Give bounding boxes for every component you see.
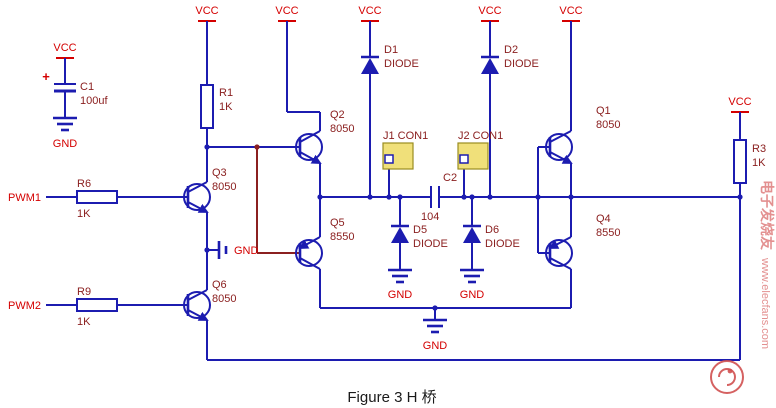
vcc-symbol-r3: VCC: [728, 96, 752, 140]
capacitor-c1: + C1 100uf: [42, 69, 108, 107]
net-label: VCC: [195, 5, 218, 17]
connector-j2: J2 CON1: [457, 130, 503, 170]
vcc-symbol-q2: VCC: [275, 5, 299, 112]
diode-d6: D6 DIODE: [463, 224, 520, 250]
transistor-q2: Q2 8050: [295, 109, 354, 164]
connector-j1: J1 CON1: [382, 130, 428, 170]
ref-label: R1: [219, 87, 233, 99]
value-label: DIODE: [384, 58, 419, 70]
value-label: 8050: [330, 123, 354, 135]
pwm2-label: PWM2: [8, 300, 41, 312]
gnd-symbol-center: GND: [423, 318, 448, 352]
gnd-symbol-c1: GND: [53, 116, 78, 150]
value-label: DIODE: [485, 238, 520, 250]
gnd-symbol-d5: GND: [388, 268, 413, 301]
ref-label: R9: [77, 286, 91, 298]
vcc-symbol-q1: VCC: [559, 5, 583, 131]
value-label: 8550: [330, 231, 354, 243]
value-label: DIODE: [413, 238, 448, 250]
value-label: 8050: [212, 293, 236, 305]
transistor-q3: Q3 8050: [183, 167, 236, 213]
watermark: 电子发烧友 www.elecfans.com: [710, 180, 775, 394]
value-label: 8050: [212, 181, 236, 193]
wires: [46, 73, 741, 361]
figure-caption: Figure 3 H 桥: [347, 389, 436, 406]
ref-label: C1: [80, 81, 94, 93]
vcc-symbol-d2: VCC: [478, 5, 502, 57]
ref-label: D2: [504, 44, 518, 56]
value-label: 104: [421, 211, 439, 223]
net-label: VCC: [478, 5, 501, 17]
gnd-symbol-d6: GND: [460, 268, 485, 301]
diode-d2: D2 DIODE: [481, 44, 539, 74]
watermark-logo: [710, 360, 744, 394]
ref-label: Q5: [330, 217, 345, 229]
vcc-symbol-r1: VCC: [195, 5, 219, 85]
value-label: 8050: [596, 119, 620, 131]
net-label: GND: [460, 289, 485, 301]
gnd-symbol-battery: GND: [217, 241, 259, 259]
ref-label: J1 CON1: [383, 130, 428, 142]
resistor-r3: R3 1K: [733, 139, 766, 184]
value-label: DIODE: [504, 58, 539, 70]
vcc-symbol-c1: VCC: [53, 42, 77, 83]
watermark-site: www.elecfans.com: [759, 257, 771, 349]
value-label: 100uf: [80, 95, 108, 107]
watermark-brand: 电子发烧友: [759, 180, 775, 250]
ref-label: C2: [443, 172, 457, 184]
resistor-r6: R6 1K: [76, 178, 118, 220]
value-label: 1K: [752, 157, 766, 169]
value-label: 1K: [77, 316, 91, 328]
ref-label: R3: [752, 143, 766, 155]
transistor-q5: Q5 8550: [295, 217, 354, 270]
ref-label: D5: [413, 224, 427, 236]
diode-d1: D1 DIODE: [361, 44, 419, 74]
ref-label: Q2: [330, 109, 345, 121]
net-label: VCC: [358, 5, 381, 17]
value-label: 1K: [219, 101, 233, 113]
polarity-mark: +: [42, 69, 50, 84]
net-label: GND: [423, 340, 448, 352]
net-label: VCC: [559, 5, 582, 17]
ref-label: J2 CON1: [458, 130, 503, 142]
resistor-r9: R9 1K: [76, 286, 118, 328]
transistor-q4: Q4 8550: [545, 213, 620, 270]
vcc-symbol-d1: VCC: [358, 5, 382, 57]
capacitor-c2: C2 104: [421, 172, 457, 223]
transistor-q6: Q6 8050: [183, 279, 236, 321]
net-label: VCC: [728, 96, 751, 108]
ref-label: D1: [384, 44, 398, 56]
junction-dots: [204, 144, 743, 311]
ref-label: Q1: [596, 105, 611, 117]
diode-d5: D5 DIODE: [391, 224, 448, 250]
resistor-r1: R1 1K: [200, 84, 233, 129]
ref-label: Q3: [212, 167, 227, 179]
net-label: GND: [234, 245, 259, 257]
ref-label: R6: [77, 178, 91, 190]
net-label: VCC: [53, 42, 76, 54]
transistor-q1: Q1 8050: [545, 105, 620, 164]
value-label: 1K: [77, 208, 91, 220]
net-label: VCC: [275, 5, 298, 17]
net-label: GND: [53, 138, 78, 150]
ref-label: D6: [485, 224, 499, 236]
pwm1-label: PWM1: [8, 192, 41, 204]
ref-label: Q6: [212, 279, 227, 291]
ref-label: Q4: [596, 213, 611, 225]
net-label: GND: [388, 289, 413, 301]
value-label: 8550: [596, 227, 620, 239]
